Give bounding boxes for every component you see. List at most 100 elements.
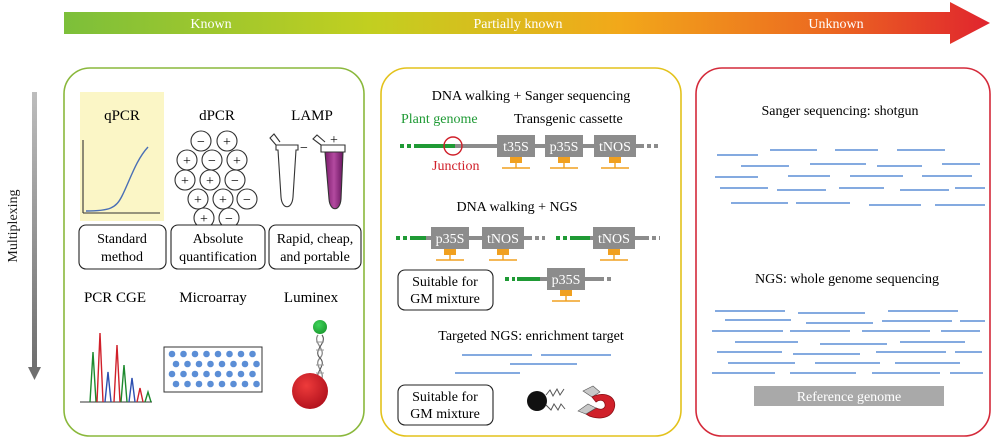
method-dpcr: dPCR [199, 108, 235, 124]
dpcr-partition [224, 169, 246, 191]
svg-text:Suitable for: Suitable for [412, 390, 478, 405]
dpcr-partition [190, 130, 212, 152]
microarray-spot [241, 360, 249, 368]
arrow-label-unknown: Unknown [808, 17, 863, 32]
dpcr-partition-sign: − [197, 135, 205, 150]
reference-genome-label: Reference genome [797, 390, 902, 405]
dpcr-partition-sign: − [243, 193, 251, 208]
dpcr-partition [187, 188, 209, 210]
svg-text:method: method [101, 250, 143, 265]
method-qpcr: qPCR [104, 108, 140, 124]
microarray-spot [168, 370, 176, 378]
dpcr-partitions: −++−+++−++−+− [174, 130, 258, 229]
microarray-spot [214, 350, 222, 358]
wgs-reads [712, 310, 985, 374]
microarray-spots [168, 350, 260, 388]
primer-block [497, 249, 509, 255]
qpcr-amplification-curve [82, 140, 160, 214]
svg-text:Suitable for: Suitable for [412, 275, 478, 290]
method-pcr-cge: PCR CGE [84, 290, 146, 306]
method-microarray: Microarray [179, 290, 247, 306]
construct-ngs-a: p35S tNOS [396, 227, 545, 249]
dpcr-partition-sign: + [223, 135, 231, 150]
luminex-probe-bead [313, 320, 327, 334]
panel-partially-known: DNA walking + Sanger sequencing Plant ge… [380, 67, 682, 437]
lamp-positive-tube: + [312, 133, 346, 210]
element-p35s-ngs [431, 227, 469, 249]
svg-text:and portable: and portable [280, 250, 350, 265]
svg-text:GM mixture: GM mixture [410, 407, 480, 422]
box-rapid-cheap-portable: Rapid, cheap, and portable [268, 224, 362, 270]
microarray-spot [249, 350, 256, 358]
primer-block [609, 157, 621, 163]
microarray-spot [168, 350, 176, 358]
microarray-spot [207, 360, 214, 368]
dpcr-partition [174, 169, 196, 191]
cge-electropherogram [80, 332, 152, 403]
dpcr-partition-sign: + [233, 154, 241, 169]
dpcr-partition [212, 188, 234, 210]
arrow-label-partially-known: Partially known [473, 17, 562, 32]
svg-text:GM mixture: GM mixture [410, 292, 480, 307]
box-suitable-gm-mixture: Suitable for GM mixture [397, 269, 494, 311]
dpcr-partition-sign: − [225, 212, 233, 227]
section-targeted-ngs: Targeted NGS: enrichment target [438, 329, 624, 344]
microarray-spot [180, 370, 187, 378]
svg-text:t35S: t35S [503, 140, 529, 155]
construct-ngs-b: tNOS [556, 227, 660, 249]
microarray-spot [241, 380, 249, 388]
qpcr-highlight [80, 92, 164, 221]
microarray-spot [195, 360, 203, 368]
label-transgenic-cassette: Transgenic cassette [514, 112, 623, 127]
microarray-spot [172, 380, 180, 388]
method-luminex: Luminex [284, 290, 339, 306]
construct-sanger: Junction t35S p35S tNOS [400, 135, 660, 174]
svg-text:quantification: quantification [179, 250, 257, 265]
dpcr-partition-sign: − [231, 174, 239, 189]
dpcr-partition-sign: + [219, 193, 227, 208]
microarray-spot [237, 350, 245, 358]
microarray-spot [207, 380, 214, 388]
enrichment-reads [455, 354, 611, 374]
box-standard-method: Standard method [78, 224, 167, 270]
microarray-spot [184, 360, 191, 368]
dpcr-partition [199, 169, 221, 191]
dpcr-partition-sign: − [208, 154, 216, 169]
microarray-spot [191, 370, 199, 378]
luminex-microsphere [292, 373, 328, 409]
shotgun-reads [715, 149, 985, 206]
section-ngs-wgs: NGS: whole genome sequencing [755, 272, 939, 287]
microarray-spot [253, 380, 260, 388]
svg-text:tNOS: tNOS [487, 232, 519, 247]
method-lamp: LAMP [291, 108, 333, 124]
element-tnos-ngs [482, 227, 524, 249]
element-p35s [545, 135, 583, 157]
primer-set [502, 157, 629, 169]
primer-block [558, 157, 570, 163]
primer-block [608, 249, 620, 255]
svg-text:p35S: p35S [550, 140, 579, 155]
microarray-spot [191, 350, 199, 358]
knowledge-arrow: Known Partially known Unknown [64, 2, 990, 44]
microarray-spot [226, 350, 233, 358]
construct-ngs-c: p35S [505, 268, 614, 290]
microarray-spot [203, 370, 210, 378]
primer-block [510, 157, 522, 163]
primer-block [444, 249, 456, 255]
microarray-spot [230, 380, 237, 388]
svg-text:p35S: p35S [552, 273, 581, 288]
svg-text:+: + [330, 133, 338, 148]
section-dna-walking-ngs: DNA walking + NGS [456, 200, 577, 215]
box-suitable-gm-mixture-2: Suitable for GM mixture [397, 384, 494, 426]
reference-genome-bar [754, 386, 944, 406]
microarray-spot [172, 360, 180, 368]
label-junction: Junction [432, 159, 479, 174]
primer-set-ngs [436, 249, 628, 302]
element-tnos-ngs-b [593, 227, 635, 249]
element-p35s-ngs-c [547, 268, 585, 290]
junction-marker [443, 136, 463, 156]
arrow-label-known: Known [190, 17, 231, 32]
microarray-spot [249, 370, 256, 378]
dpcr-partition [216, 130, 238, 152]
